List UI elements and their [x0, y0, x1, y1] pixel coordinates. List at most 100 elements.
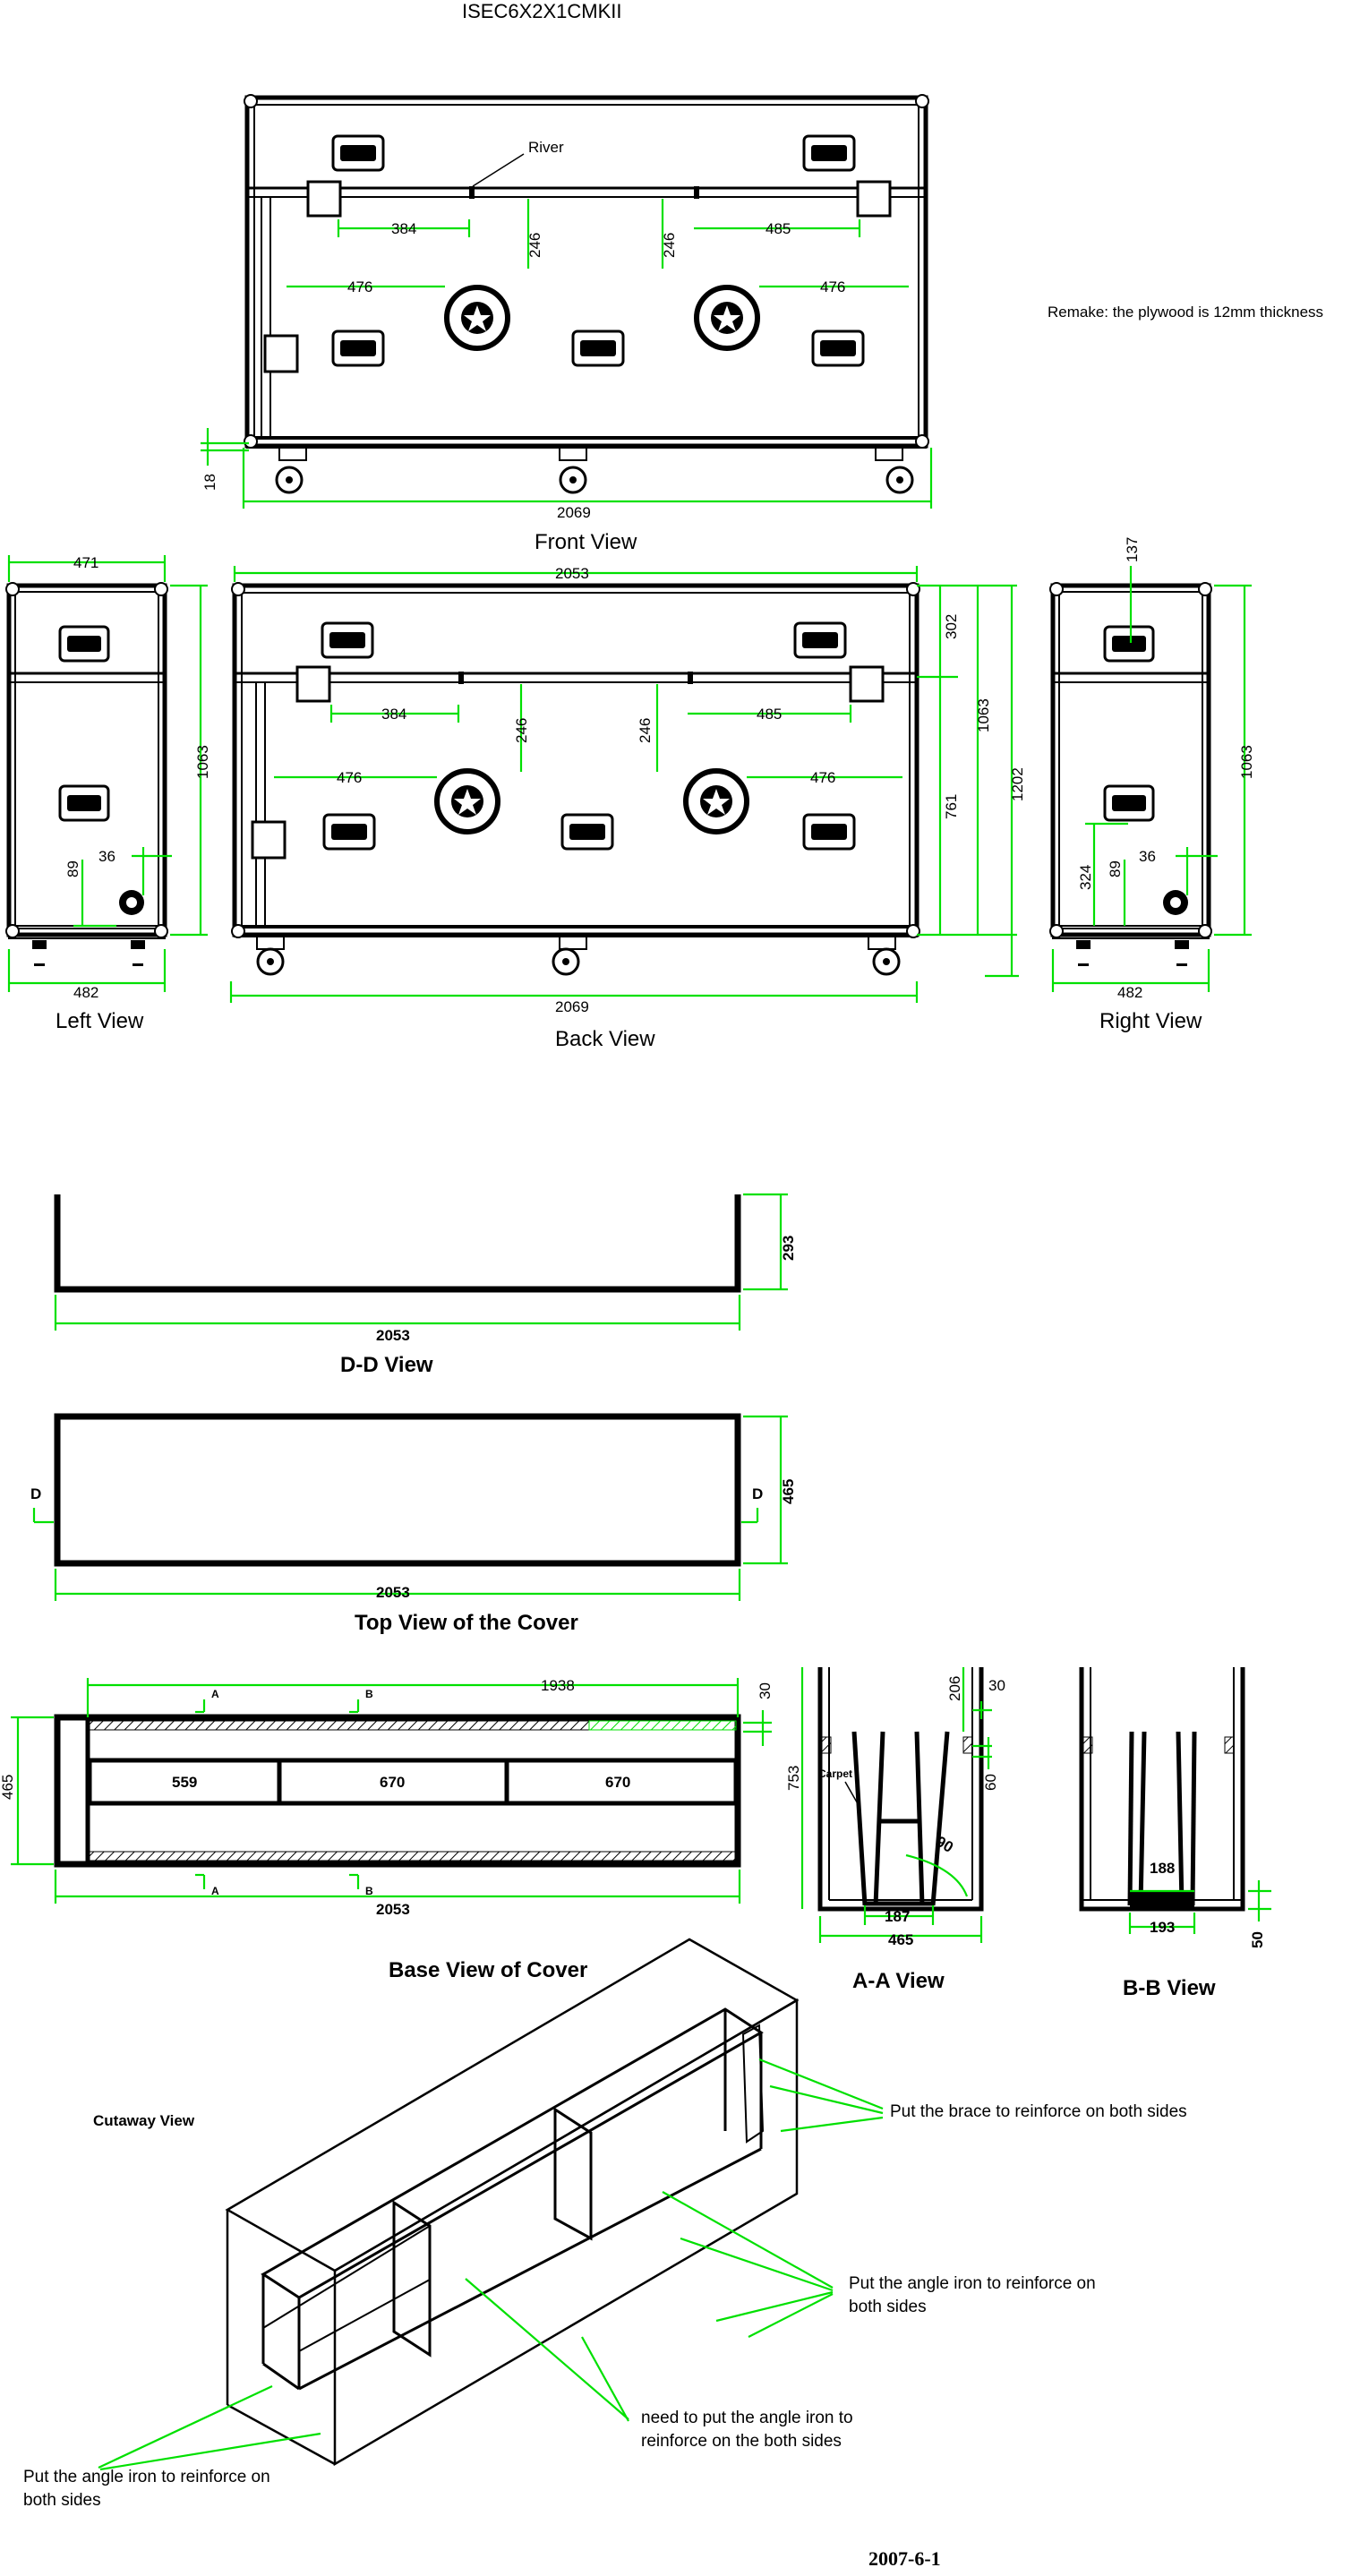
dim-36-right: 36 [1139, 848, 1156, 865]
handle-icon [571, 329, 625, 367]
cutaway-view: Cutaway View Put the brace to r [23, 1938, 1187, 2510]
corner-icon [1049, 582, 1064, 596]
back-view: 2053 384 485 476 476 246 246 2069 302 76… [229, 565, 1026, 1051]
note-brace: Put the brace to reinforce on both sides [890, 2102, 1187, 2121]
dim-476-left: 476 [347, 278, 372, 295]
dim-1063-back: 1063 [975, 698, 992, 732]
dim-dd-2053: 2053 [376, 1327, 410, 1344]
corner-icon [231, 924, 245, 938]
note-angle-iron-1b: both sides [849, 2298, 927, 2316]
corner-icon [915, 434, 929, 449]
dd-view-label: D-D View [340, 1353, 433, 1377]
front-view-label: Front View [535, 530, 637, 554]
dim-246-back-left: 246 [513, 718, 530, 743]
handle-icon [793, 621, 847, 659]
handle-icon [331, 134, 385, 172]
star-logo-icon [694, 285, 760, 351]
section-b-bottom: B [365, 1885, 373, 1897]
dim-384: 384 [391, 220, 416, 237]
dim-top-465: 465 [780, 1479, 797, 1504]
right-view-label: Right View [1099, 1009, 1202, 1033]
dim-base-30: 30 [757, 1682, 774, 1699]
dim-302: 302 [943, 614, 960, 639]
dim-2053-back: 2053 [555, 565, 589, 582]
corner-icon [154, 924, 168, 938]
foot-icon [32, 940, 145, 966]
dim-246-right: 246 [661, 233, 678, 258]
handle-icon [560, 813, 614, 851]
caster-wheel-icon [552, 936, 587, 976]
handle-icon [321, 621, 374, 659]
star-logo-icon [683, 768, 749, 834]
aa-view-label: A-A View [852, 1969, 945, 1993]
corner-icon [154, 582, 168, 596]
latch-icon [849, 665, 885, 703]
dim-aa-465: 465 [888, 1931, 913, 1948]
drawing-title: ISEC6X2X1CMKII [462, 0, 622, 22]
section-b-top: B [365, 1688, 373, 1700]
latch-icon [251, 820, 287, 860]
handle-icon [1103, 625, 1155, 663]
corner-icon [231, 582, 245, 596]
dim-base-2053: 2053 [376, 1901, 410, 1918]
handle-icon [331, 329, 385, 367]
dim-384-back: 384 [381, 706, 406, 723]
section-a-top: A [211, 1688, 219, 1700]
dim-206: 206 [946, 1676, 963, 1701]
dim-base-465: 465 [0, 1775, 16, 1800]
section-a-bottom: A [211, 1885, 219, 1897]
dim-1063-left: 1063 [194, 745, 211, 779]
dim-670-b: 670 [605, 1774, 630, 1791]
valve-icon [1163, 890, 1188, 915]
dim-559: 559 [172, 1774, 197, 1791]
top-cover-view: D D 2053 465 Top View of the Cover [30, 1413, 797, 1635]
corner-icon [5, 924, 20, 938]
dim-482-right: 482 [1117, 984, 1142, 1001]
dim-aa-30: 30 [988, 1677, 1005, 1694]
dim-89-right: 89 [1107, 860, 1124, 877]
dim-137: 137 [1124, 537, 1141, 562]
note-angle-iron-1: Put the angle iron to reinforce on [849, 2274, 1096, 2293]
dim-761: 761 [943, 794, 960, 819]
remark-note: Remake: the plywood is 12mm thickness [1048, 304, 1323, 321]
left-view-label: Left View [56, 1009, 144, 1033]
right-view: 137 482 1063 324 89 36 Right View [1049, 537, 1255, 1033]
corner-icon [915, 94, 929, 108]
section-d-right: D [752, 1485, 763, 1502]
note-angle-iron-2: Put the angle iron to reinforce on [23, 2468, 270, 2486]
dim-60: 60 [982, 1774, 999, 1791]
star-logo-icon [434, 768, 500, 834]
foot-icon [1076, 940, 1189, 966]
handle-icon [802, 813, 856, 851]
dim-753: 753 [785, 1766, 802, 1791]
bb-view-label: B-B View [1123, 1976, 1216, 2000]
dim-1202: 1202 [1009, 767, 1026, 801]
dim-324: 324 [1077, 865, 1094, 890]
valve-icon [119, 890, 144, 915]
corner-icon [1198, 582, 1212, 596]
latch-icon [306, 180, 342, 218]
latch-icon [263, 334, 299, 373]
back-view-label: Back View [555, 1027, 655, 1051]
dim-670-a: 670 [380, 1774, 405, 1791]
corner-icon [244, 94, 258, 108]
dd-view: 2053 293 D-D View [54, 1193, 797, 1377]
handle-icon [58, 784, 110, 822]
caster-wheel-icon [559, 447, 587, 494]
corner-icon [1198, 924, 1212, 938]
drawing-date: 2007-6-1 [868, 2547, 941, 2570]
dim-187: 187 [885, 1908, 910, 1925]
top-cover-label: Top View of the Cover [355, 1611, 578, 1635]
cutaway-label: Cutaway View [93, 2112, 195, 2129]
corner-icon [244, 434, 258, 449]
dim-36-left: 36 [98, 848, 115, 865]
dim-476-back-right: 476 [810, 769, 835, 786]
dim-485-back: 485 [757, 706, 782, 723]
corner-icon [906, 924, 920, 938]
handle-icon [811, 329, 865, 367]
dim-1063-right: 1063 [1238, 745, 1255, 779]
corner-icon [906, 582, 920, 596]
note-need-angle-1: need to put the angle iron to [641, 2409, 853, 2427]
dim-18: 18 [201, 474, 218, 491]
